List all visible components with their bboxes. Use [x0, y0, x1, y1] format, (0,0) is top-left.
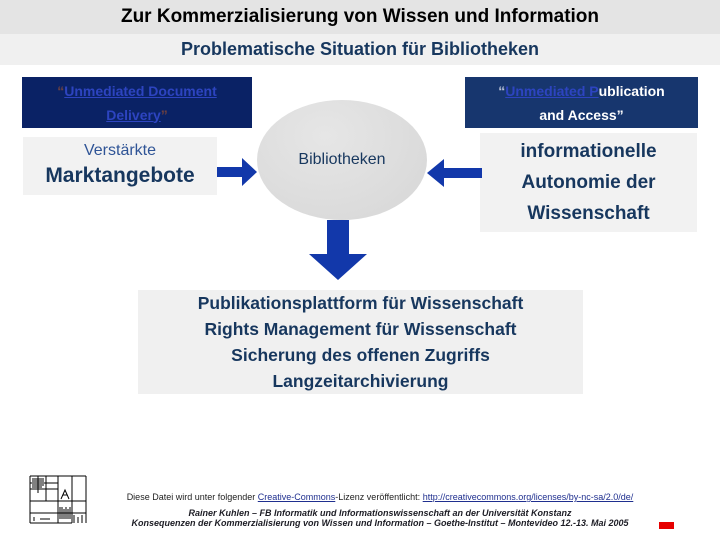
event-line: Konsequenzen der Kommerzialisierung von …: [131, 518, 629, 528]
platform-line: Langzeitarchivierung: [272, 371, 449, 391]
arrow-left-icon: [427, 159, 482, 187]
slide-title-line2: Problematische Situation für Bibliotheke…: [0, 34, 720, 65]
autonomy-line1: informationelle: [520, 141, 657, 162]
university-logo: [29, 475, 87, 524]
box-line: Delivery”: [106, 103, 167, 127]
unmediated-publication-access-box: “Unmediated Publication and Access”: [465, 77, 698, 128]
red-accent-bar: [659, 522, 674, 529]
information-autonomy-box: informationelle Autonomie der Wissenscha…: [480, 133, 697, 232]
libraries-ellipse: Bibliotheken: [257, 100, 427, 220]
autonomy-line2: Autonomie der: [521, 172, 656, 193]
libraries-label: Bibliotheken: [298, 151, 386, 168]
license-mid: -Lizenz veröffentlicht:: [335, 492, 423, 502]
license-url-link[interactable]: http://creativecommons.org/licenses/by-n…: [422, 492, 634, 502]
market-box-line2: Marktangebote: [45, 164, 195, 187]
platform-line: Rights Management für Wissenschaft: [204, 319, 517, 339]
market-box-line1: Verstärkte: [83, 142, 157, 159]
platform-requirements-box: Publikationsplattform für Wissenschaft R…: [138, 290, 583, 394]
license-prefix: Diese Datei wird unter folgender: [126, 492, 258, 502]
box-line: “Unmediated Publication: [498, 79, 664, 103]
box-text: and Access”: [539, 106, 624, 123]
platform-line: Publikationsplattform für Wissenschaft: [197, 293, 524, 313]
box-text: ublication: [598, 82, 665, 99]
autonomy-line3: Wissenschaft: [527, 203, 650, 224]
market-offers-box: Verstärkte Marktangebote: [23, 137, 217, 195]
platform-line: Sicherung des offenen Zugriffs: [231, 345, 490, 365]
box-line: and Access”: [539, 103, 623, 127]
open-quote: “: [57, 82, 65, 99]
unmediated-publication-link[interactable]: Unmediated P: [505, 82, 599, 99]
close-quote: ”: [160, 106, 168, 123]
unmediated-document-delivery-box: “Unmediated Document Delivery”: [22, 77, 252, 128]
open-quote: “: [498, 82, 506, 99]
unmediated-document-delivery-link[interactable]: Unmediated Document: [64, 82, 217, 99]
arrow-right-icon: [217, 158, 257, 186]
license-line: Diese Datei wird unter folgender Creativ…: [100, 492, 660, 502]
creative-commons-link[interactable]: Creative-Commons: [257, 492, 336, 502]
arrow-down-icon: [309, 220, 367, 280]
unmediated-document-delivery-link-line2[interactable]: Delivery: [106, 106, 161, 123]
box-line: “Unmediated Document: [57, 79, 216, 103]
slide-title-line1: Zur Kommerzialisierung von Wissen und In…: [0, 0, 720, 34]
author-line: Rainer Kuhlen – FB Informatik und Inform…: [188, 508, 572, 518]
